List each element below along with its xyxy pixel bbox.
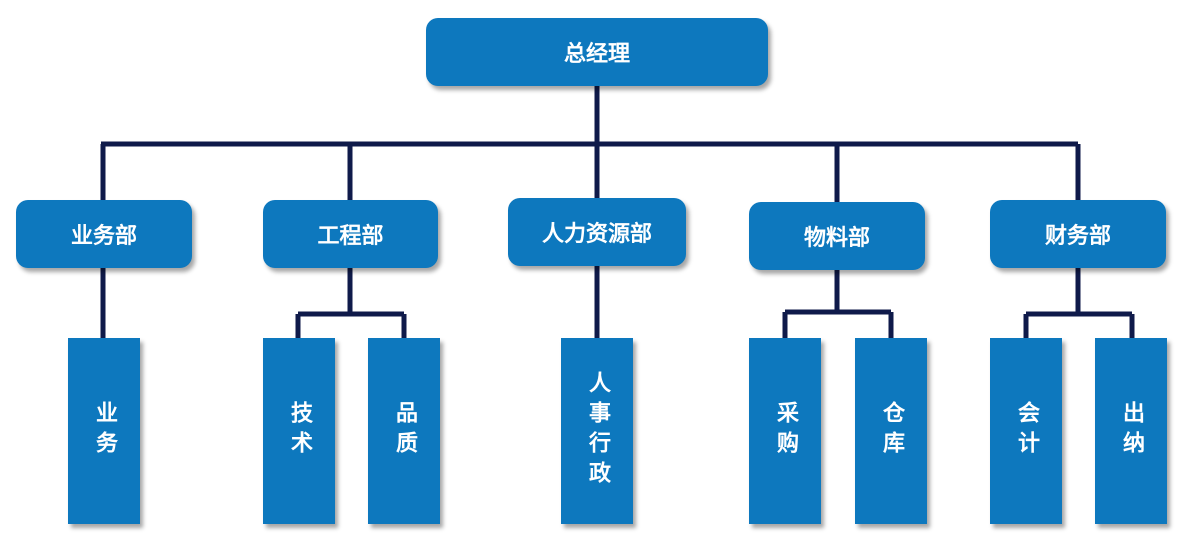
unit-personnel-admin-box: 人事行政 xyxy=(561,338,633,524)
dept-engineering-label: 工程部 xyxy=(317,224,384,249)
dept-engineering-box: 工程部 xyxy=(263,200,438,268)
unit-technical-box: 技术 xyxy=(263,338,335,524)
unit-technical-label: 技术 xyxy=(287,401,312,461)
unit-accounting-label: 会计 xyxy=(1014,401,1039,461)
unit-warehouse-label: 仓库 xyxy=(879,401,904,461)
dept-materials-label: 物料部 xyxy=(803,226,870,251)
unit-personnel-admin-label: 人事行政 xyxy=(585,371,610,491)
dept-sales-label: 业务部 xyxy=(70,224,137,249)
unit-cashier-label: 出纳 xyxy=(1119,401,1144,461)
unit-purchasing-box: 采购 xyxy=(749,338,821,524)
dept-sales-box: 业务部 xyxy=(16,200,192,268)
unit-purchasing-label: 采购 xyxy=(773,401,798,461)
dept-hr-box: 人力资源部 xyxy=(508,198,686,266)
unit-quality-box: 品质 xyxy=(368,338,440,524)
unit-quality-label: 品质 xyxy=(392,401,417,461)
unit-sales-box: 业务 xyxy=(68,338,140,524)
unit-sales-label: 业务 xyxy=(92,401,117,461)
dept-finance-box: 财务部 xyxy=(990,200,1166,268)
dept-materials-box: 物料部 xyxy=(749,202,925,270)
unit-accounting-box: 会计 xyxy=(990,338,1062,524)
general-manager-label: 总经理 xyxy=(563,42,630,67)
unit-cashier-box: 出纳 xyxy=(1095,338,1167,524)
dept-finance-label: 财务部 xyxy=(1044,224,1111,249)
unit-warehouse-box: 仓库 xyxy=(855,338,927,524)
dept-hr-label: 人力资源部 xyxy=(541,222,652,247)
general-manager-box: 总经理 xyxy=(426,18,768,86)
